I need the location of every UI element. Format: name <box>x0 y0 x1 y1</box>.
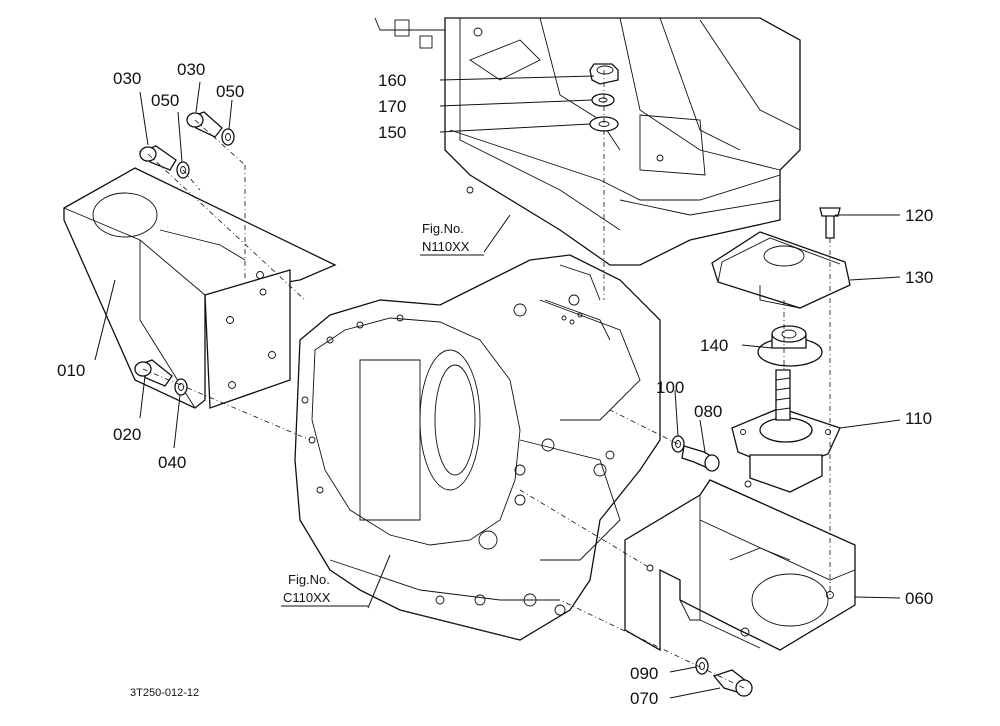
clutch-housing-assembly <box>294 254 661 641</box>
part-label-110: 110 <box>905 409 932 428</box>
part-label-030b: 030 <box>177 60 205 79</box>
part-label-020: 020 <box>113 425 141 444</box>
fig-ref-lower-prefix: Fig.No. <box>288 572 330 587</box>
right-bracket-060 <box>624 479 856 652</box>
part-label-120: 120 <box>905 206 933 225</box>
bushing-140 <box>757 325 823 367</box>
part-label-170: 150 <box>378 123 406 142</box>
fig-ref-upper-prefix: Fig.No. <box>422 221 464 236</box>
part-label-070: 070 <box>630 689 658 708</box>
bolt-080 <box>681 445 720 472</box>
leader-lines <box>94 75 901 699</box>
upper-body-assembly <box>374 17 801 266</box>
bolt-030b <box>186 111 223 138</box>
cap-bracket-130 <box>711 231 851 309</box>
fig-ref-lower-code: C110XX <box>283 590 331 605</box>
part-label-010: 010 <box>57 361 85 380</box>
washer-040 <box>174 378 188 396</box>
left-bracket-010 <box>63 167 337 409</box>
part-label-100: 100 <box>656 378 684 397</box>
washer-050b <box>221 128 235 146</box>
bolt-120 <box>819 207 841 239</box>
assembly-lines <box>142 70 831 689</box>
part-label-060: 060 <box>905 589 933 608</box>
part-label-080: 080 <box>694 402 722 421</box>
part-label-030a: 030 <box>113 69 141 88</box>
part-label-090: 090 <box>630 664 658 683</box>
bolt-030a <box>138 145 177 171</box>
part-label-140: 140 <box>700 336 728 355</box>
washer-160 <box>591 93 615 107</box>
part-label-160: 170 <box>378 97 406 116</box>
part-label-150: 160 <box>378 71 406 90</box>
part-label-040: 040 <box>158 453 186 472</box>
rubber-mount-110 <box>731 369 841 493</box>
washer-090 <box>695 657 709 675</box>
drawing-code: 3T250-012-12 <box>130 687 199 699</box>
part-label-130: 130 <box>905 268 933 287</box>
part-label-050b: 050 <box>216 82 244 101</box>
fig-ref-upper-code: N110XX <box>422 239 470 254</box>
part-label-050a: 050 <box>151 91 179 110</box>
